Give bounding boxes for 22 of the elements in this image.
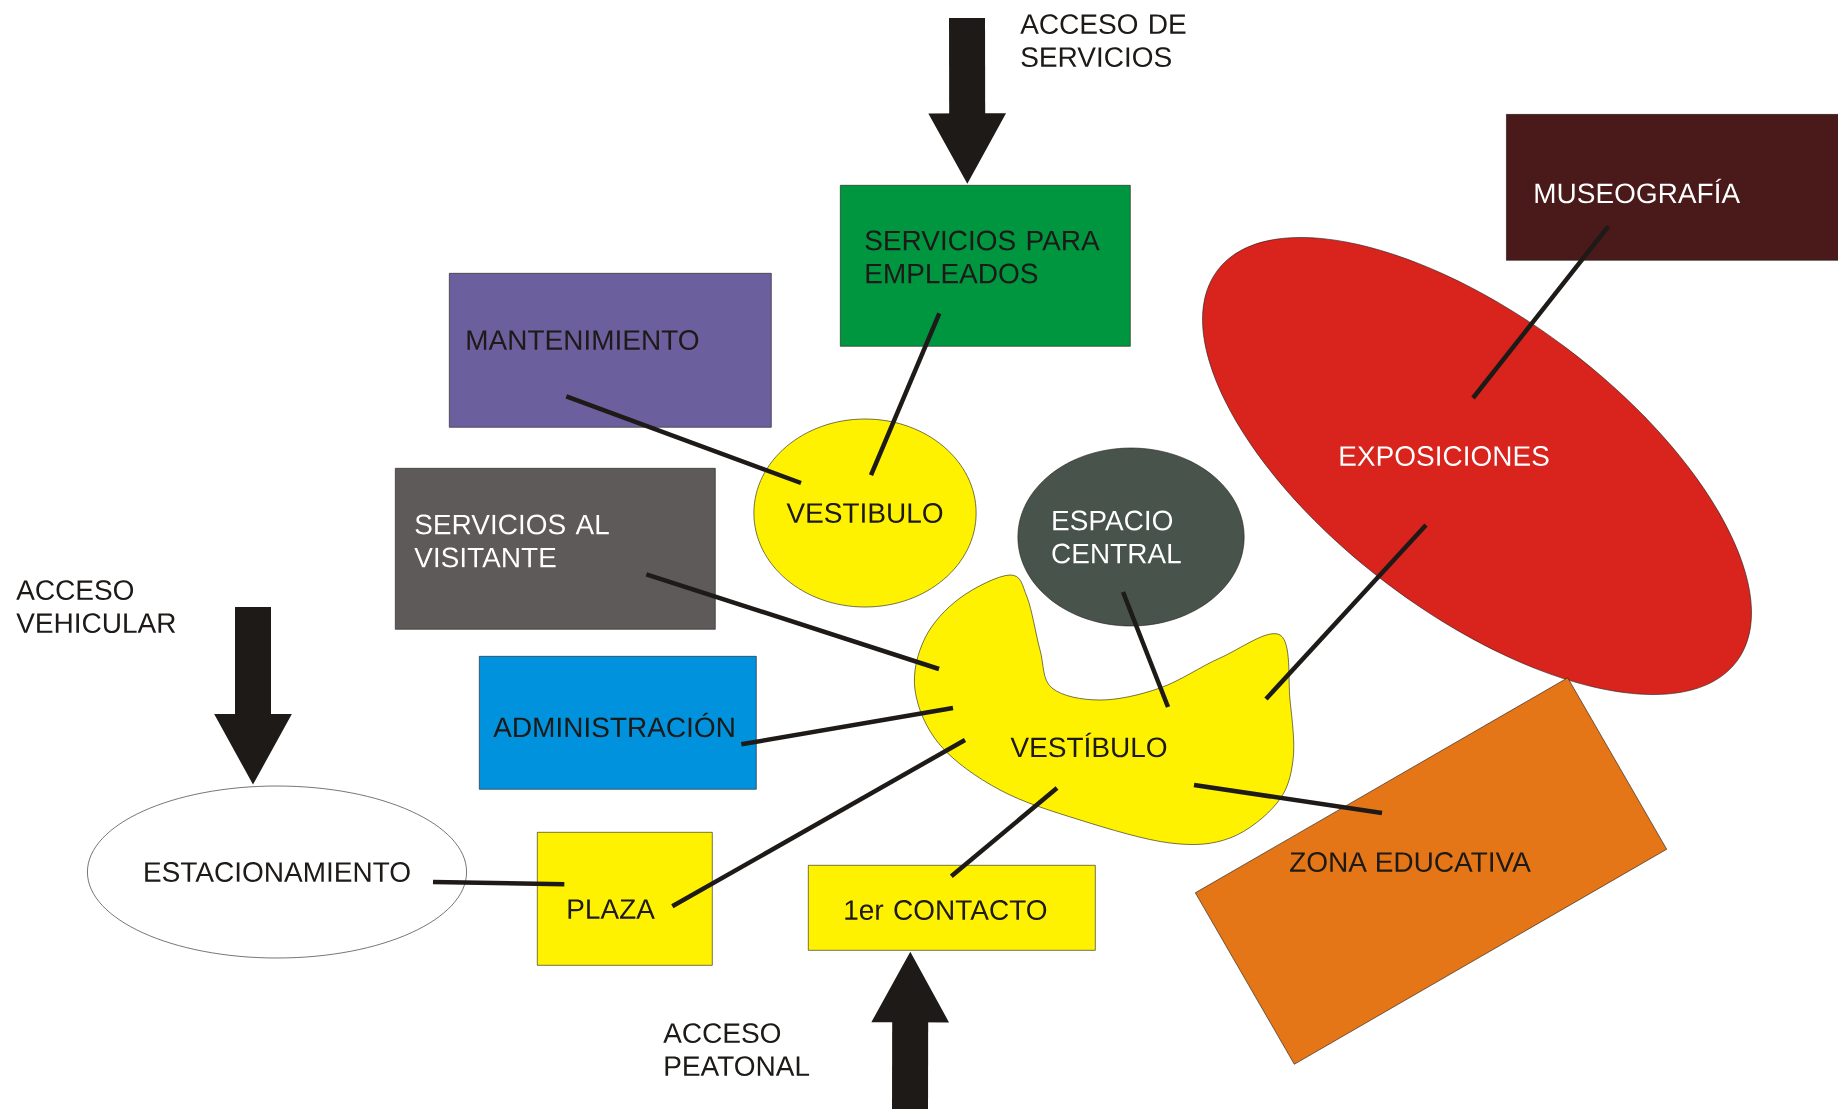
access-label: ACCESO PEATONAL — [663, 1023, 810, 1077]
connector-line — [868, 312, 942, 476]
area-box: MUSEOGRAFÍA — [1506, 114, 1838, 261]
area-box: PLAZA — [537, 832, 713, 966]
access-label: ACCESO VEHICULAR — [16, 580, 176, 634]
connector-line — [1120, 591, 1171, 708]
area-box: SERVICIOS PARA EMPLEADOS — [840, 185, 1131, 347]
connector-line — [949, 786, 1059, 879]
connector-line — [740, 705, 954, 747]
connector-line — [565, 394, 802, 486]
area-box: ZONA EDUCATIVA — [1195, 677, 1667, 1065]
connector-line — [671, 738, 967, 909]
area-box: 1er CONTACTO — [808, 865, 1096, 951]
connector-line — [1193, 782, 1383, 816]
area-box: SERVICIOS AL VISITANTE — [395, 468, 716, 630]
connector-line — [432, 879, 565, 887]
area-box: ADMINISTRACIÓN — [479, 656, 757, 790]
connector-line — [1471, 224, 1611, 400]
access-label: ACCESO DE SERVICIOS — [1020, 14, 1186, 67]
area-box: MANTENIMIENTO — [449, 273, 772, 428]
connector-line — [1264, 523, 1428, 701]
connector-line — [645, 572, 940, 672]
